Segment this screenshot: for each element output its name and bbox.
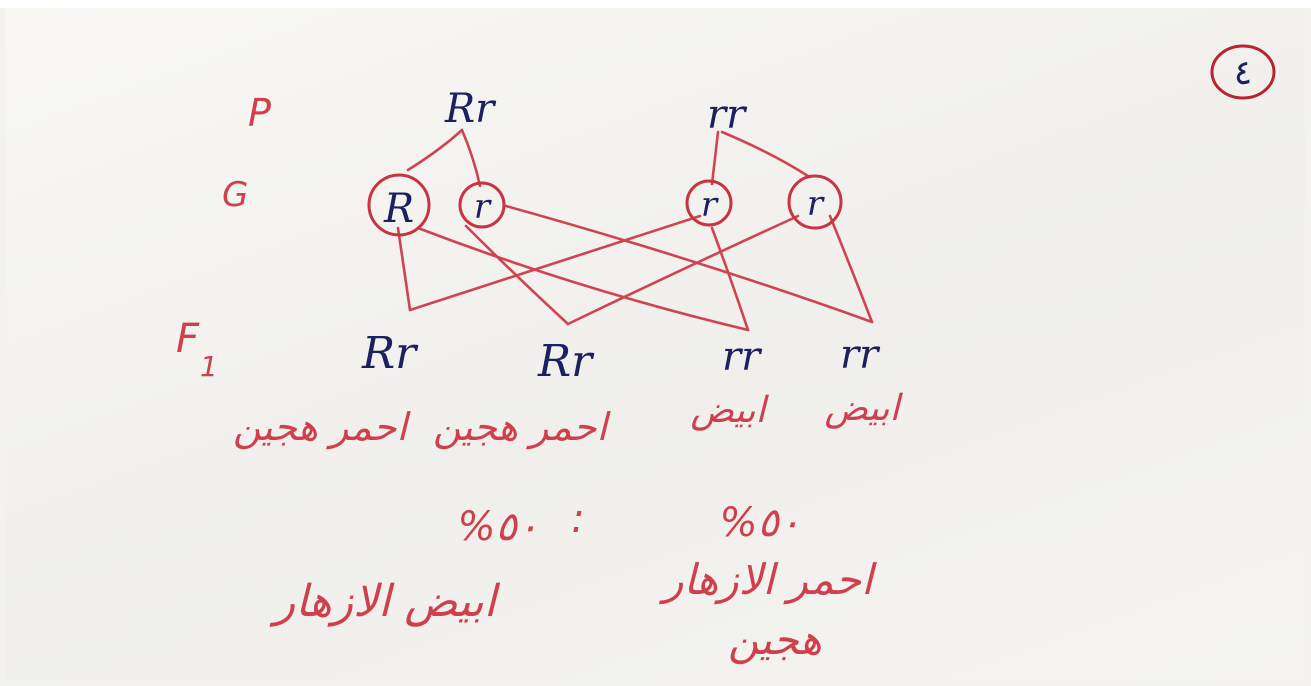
parents-row-label: P <box>248 91 271 135</box>
offspring-row-subscript: 1 <box>200 350 218 383</box>
gamete-circle-1: R <box>367 173 431 237</box>
line-g4-f2 <box>566 214 800 326</box>
offspring-genotype-2: Rr <box>537 336 595 387</box>
gamete-circle-3: r <box>685 179 733 227</box>
gamete-allele-4: r <box>807 184 825 224</box>
offspring-phenotype-3: ابيض <box>691 390 770 431</box>
gamete-circle-2: r <box>458 181 506 229</box>
offspring-phenotype-1: احمر هجين <box>233 405 411 450</box>
line-p1-g2 <box>460 128 482 188</box>
offspring-genotype-4: rr <box>840 332 881 378</box>
gamete-allele-2: r <box>474 187 492 227</box>
question-number-badge: ٤ <box>1210 44 1276 100</box>
ratio-right-label-line2: هجين <box>728 615 822 665</box>
line-g4-f4 <box>828 214 874 324</box>
gamete-to-offspring-lines <box>396 204 874 332</box>
line-g3-f3 <box>710 226 750 332</box>
line-g3-f1 <box>408 214 702 312</box>
top-bar <box>0 0 1311 8</box>
offspring-genotype-3: rr <box>722 334 763 380</box>
gamete-allele-1: R <box>383 186 414 232</box>
line-p1-g1 <box>406 128 464 172</box>
offspring-row-label: F <box>176 316 200 362</box>
line-p2-g4 <box>720 130 810 178</box>
ratio-right-label-line1: احمر الازهار <box>658 555 877 605</box>
ratio-right-percent: %٥٠ <box>720 500 801 546</box>
line-p2-g3 <box>710 130 720 186</box>
offspring-genotype-1: Rr <box>361 328 419 379</box>
gametes-row-label: G <box>222 175 248 215</box>
ratio-left-label: ابيض الازهار <box>269 576 501 627</box>
ratio-separator: : <box>571 496 584 542</box>
offspring-phenotype-4: ابيض <box>825 388 904 429</box>
parent-to-gamete-lines <box>406 128 810 188</box>
ratio-left-percent: %٥٠ <box>458 504 539 550</box>
line-g1-f1 <box>396 226 412 312</box>
gamete-allele-3: r <box>701 185 719 225</box>
offspring-phenotype-2: احمر هجين <box>433 405 611 450</box>
line-g2-f4 <box>504 204 874 324</box>
line-g2-f2 <box>464 224 570 326</box>
question-number: ٤ <box>1234 53 1252 93</box>
gamete-circle-4: r <box>787 174 843 230</box>
line-g1-f3 <box>416 226 750 332</box>
paper-sheet <box>6 8 1305 680</box>
parent-genotype-2: rr <box>707 92 748 138</box>
parent-genotype-1: Rr <box>444 86 497 132</box>
